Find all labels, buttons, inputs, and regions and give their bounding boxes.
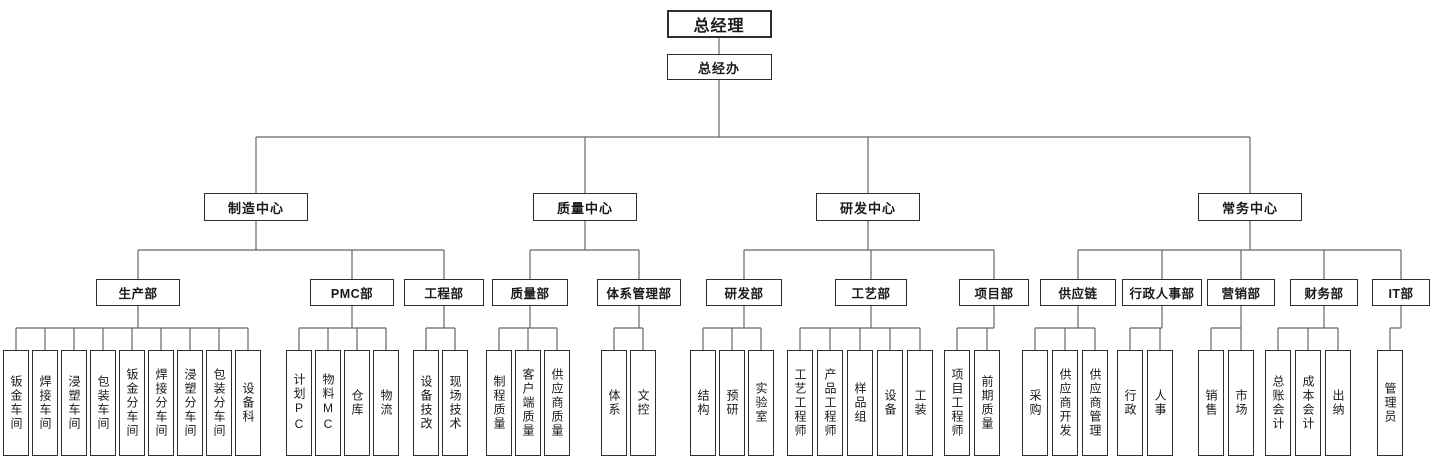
node-department: 行政人事部: [1122, 279, 1202, 306]
node-department: 财务部: [1290, 279, 1358, 306]
node-department: 营销部: [1207, 279, 1275, 306]
node-unit: 样品组: [847, 350, 873, 456]
node-department: PMC部: [310, 279, 394, 306]
node-unit: 浸塑车间: [61, 350, 87, 456]
node-unit: 文控: [630, 350, 656, 456]
node-unit: 供应商开发: [1052, 350, 1078, 456]
node-department: 项目部: [959, 279, 1029, 306]
node-unit: 客户端质量: [515, 350, 541, 456]
node-unit: 总账会计: [1265, 350, 1291, 456]
node-center: 研发中心: [816, 193, 920, 221]
node-unit: 焊接车间: [32, 350, 58, 456]
node-unit: 钣金分车间: [119, 350, 145, 456]
node-unit: 包装分车间: [206, 350, 232, 456]
node-department: 质量部: [492, 279, 568, 306]
node-department: IT部: [1372, 279, 1430, 306]
node-unit: 产品工程师: [817, 350, 843, 456]
node-unit: 设备科: [235, 350, 261, 456]
node-unit: 行政: [1117, 350, 1143, 456]
node-unit: 成本会计: [1295, 350, 1321, 456]
node-unit: 供应商质量: [544, 350, 570, 456]
node-unit: 体系: [601, 350, 627, 456]
node-gm-office: 总经办: [666, 54, 772, 80]
node-unit: 采购: [1022, 350, 1048, 456]
node-unit: 出纳: [1325, 350, 1351, 456]
node-unit: 实验室: [748, 350, 774, 456]
node-unit: 结构: [690, 350, 716, 456]
node-department: 生产部: [96, 279, 180, 306]
node-unit: 前期质量: [974, 350, 1000, 456]
node-center: 质量中心: [533, 193, 637, 221]
node-center: 制造中心: [204, 193, 308, 221]
node-department: 研发部: [706, 279, 782, 306]
node-unit: 现场技术: [442, 350, 468, 456]
node-unit: 销售: [1198, 350, 1224, 456]
node-unit: 钣金车间: [3, 350, 29, 456]
node-unit: 设备: [877, 350, 903, 456]
node-department: 工艺部: [835, 279, 907, 306]
node-unit: 市场: [1228, 350, 1254, 456]
node-unit: 仓库: [344, 350, 370, 456]
node-department: 体系管理部: [597, 279, 681, 306]
node-unit: 工装: [907, 350, 933, 456]
node-unit: 焊接分车间: [148, 350, 174, 456]
node-unit: 设备技改: [413, 350, 439, 456]
node-department: 工程部: [404, 279, 484, 306]
node-unit: 人事: [1147, 350, 1173, 456]
node-unit: 浸塑分车间: [177, 350, 203, 456]
node-unit: 管理员: [1377, 350, 1403, 456]
node-unit: 工艺工程师: [787, 350, 813, 456]
node-unit: 包装车间: [90, 350, 116, 456]
node-unit: 物料MC: [315, 350, 341, 456]
node-general-manager: 总经理: [666, 10, 772, 38]
node-unit: 项目工程师: [944, 350, 970, 456]
node-unit: 物流: [373, 350, 399, 456]
node-unit: 供应商管理: [1082, 350, 1108, 456]
node-unit: 预研: [719, 350, 745, 456]
node-unit: 制程质量: [486, 350, 512, 456]
node-center: 常务中心: [1198, 193, 1302, 221]
node-department: 供应链: [1040, 279, 1116, 306]
node-unit: 计划PC: [286, 350, 312, 456]
